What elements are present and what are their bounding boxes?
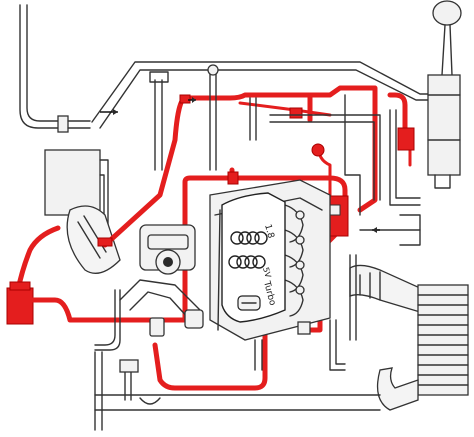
intercooler-icon (417, 284, 469, 396)
vacuum-canister-icon (44, 149, 109, 241)
red-fittings (97, 94, 415, 247)
audi-rings-logo-icon (228, 231, 268, 269)
upper-breather-pipe (91, 61, 431, 129)
displacement-badge: 1.8 (262, 223, 275, 240)
flow-arrow-icon (100, 97, 380, 233)
valve-badge: 5V (261, 266, 273, 279)
grey-pipe-network (149, 64, 421, 246)
left-vent-pipe (19, 4, 91, 133)
lower-charge-pipes (94, 319, 419, 431)
red-valve-left (6, 225, 203, 325)
engine-cover: 1.8 5V Turbo (221, 192, 286, 323)
turbo-assembly (94, 224, 204, 351)
charge-pipe-right (349, 254, 421, 341)
reservoir-ball-icon (427, 0, 462, 189)
intake-hose (66, 205, 121, 274)
